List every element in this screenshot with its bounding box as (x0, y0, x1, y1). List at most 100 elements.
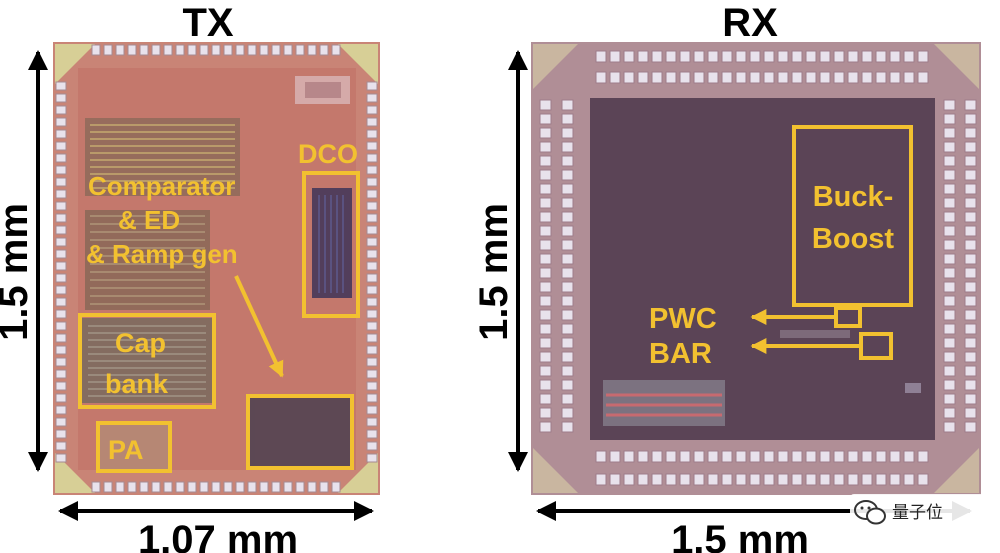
buck-boost-box (792, 125, 913, 307)
rx-bond-pad (735, 450, 747, 463)
rx-bond-pad (847, 450, 859, 463)
tx-bond-pad (55, 429, 67, 439)
rx-bond-pad (561, 295, 574, 307)
tx-metal-line (90, 271, 205, 273)
wechat-icon (854, 500, 886, 525)
tx-bond-pad (366, 141, 378, 151)
rx-bond-pad (875, 473, 887, 486)
rx-bond-pad (943, 239, 956, 251)
tx-bond-pad (331, 44, 341, 56)
rx-bond-pad (964, 267, 977, 279)
rx-bond-pad (561, 407, 574, 419)
tx-bond-pad (366, 261, 378, 271)
tx-bond-pad (271, 44, 281, 56)
tx-pad-ring (55, 44, 378, 493)
rx-bond-pad (805, 473, 817, 486)
tx-metal-line (90, 187, 235, 189)
tx-bond-pad (55, 201, 67, 211)
tx-corner-seal (55, 44, 95, 84)
rx-bond-pad (595, 50, 607, 63)
tx-bond-pad (366, 93, 378, 103)
rx-bond-pad (833, 473, 845, 486)
rx-bond-pad (943, 141, 956, 153)
tx-metal-line (88, 381, 206, 383)
tx-bond-pad (55, 381, 67, 391)
rx-bond-pad (943, 155, 956, 167)
rx-bond-pad (749, 71, 761, 84)
tx-metal-line (90, 287, 205, 289)
cap-bank-label-line2: bank (105, 369, 169, 399)
rx-bond-pad (875, 450, 887, 463)
tx-bond-pad (115, 481, 125, 493)
tx-bond-pad (151, 44, 161, 56)
rx-height-label: 1.5 mm (472, 203, 516, 341)
tx-bond-pad (259, 44, 269, 56)
tx-metal-line (330, 195, 332, 293)
tx-bond-pad (295, 44, 305, 56)
tx-bond-pad (366, 417, 378, 427)
tx-bond-pad (247, 481, 257, 493)
tx-metal-line (90, 263, 205, 265)
rx-bond-pad (539, 225, 552, 237)
tx-bond-pad (55, 81, 67, 91)
rx-bond-pad (964, 99, 977, 111)
tx-bond-pad (55, 249, 67, 259)
tx-metal-line (90, 152, 235, 154)
rx-bond-pad (943, 309, 956, 321)
tx-bond-pad (366, 393, 378, 403)
tx-bond-pad (55, 333, 67, 343)
rx-corner-seal (533, 448, 578, 493)
rx-bond-pad (749, 450, 761, 463)
rx-bond-pad (847, 473, 859, 486)
tx-metal-line (90, 247, 205, 249)
rx-bond-pad (889, 450, 901, 463)
tx-metal-line (88, 367, 206, 369)
rx-bond-pad (943, 323, 956, 335)
rx-bond-pad (561, 141, 574, 153)
tx-metal-line (90, 303, 205, 305)
rx-bond-pad (539, 281, 552, 293)
rx-bond-pad (964, 225, 977, 237)
tx-bond-pad (366, 117, 378, 127)
rx-bond-pad (679, 50, 691, 63)
tx-metal-line (88, 374, 206, 376)
tx-bond-pad (366, 105, 378, 115)
bar-label: BAR (649, 338, 712, 370)
rx-bond-pad (595, 473, 607, 486)
tx-metal-line (90, 255, 205, 257)
tx-corner-seal (338, 44, 378, 84)
rx-bond-pad (943, 351, 956, 363)
tx-bond-pad (283, 44, 293, 56)
rx-die (531, 42, 981, 495)
rx-bond-pad (609, 71, 621, 84)
rx-bond-pad (561, 155, 574, 167)
tx-bond-pad (55, 213, 67, 223)
tx-corner-seal (338, 453, 378, 493)
rx-bond-pad (964, 407, 977, 419)
rx-bond-pad (875, 50, 887, 63)
rx-bond-pad (539, 127, 552, 139)
tx-bond-pad (366, 225, 378, 235)
tx-metal-line (90, 138, 235, 140)
rx-bond-pad (609, 473, 621, 486)
tx-bond-pad (55, 297, 67, 307)
rx-bond-pad (943, 267, 956, 279)
tx-bond-pad (127, 44, 137, 56)
rx-bond-pad (964, 113, 977, 125)
tx-circuit-block (85, 210, 210, 310)
tx-annotations: DCO Comparator & ED & Ramp gen Cap bank … (78, 139, 360, 473)
rx-bond-pad (964, 253, 977, 265)
tx-metal-line (90, 145, 235, 147)
tx-metal-line (324, 195, 326, 293)
rx-bond-pad (561, 323, 574, 335)
tx-bond-pad (366, 165, 378, 175)
rx-bond-pad (539, 197, 552, 209)
tx-bond-pad (247, 44, 257, 56)
comparator-label-line2: & ED (118, 205, 180, 235)
tx-bond-pad (55, 285, 67, 295)
tx-bond-pad (366, 273, 378, 283)
ramp-gen-box (246, 394, 354, 470)
rx-bond-pad (964, 365, 977, 377)
tx-bond-pad (366, 237, 378, 247)
